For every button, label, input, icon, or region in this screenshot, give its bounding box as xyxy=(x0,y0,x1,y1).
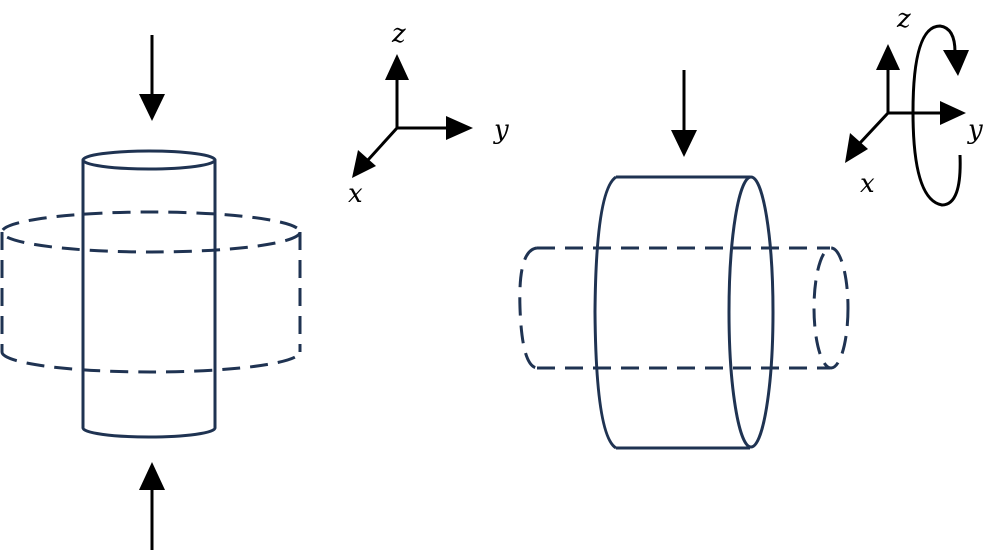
rotation-arrow-icon xyxy=(911,24,969,207)
dashed-shaft xyxy=(518,246,850,370)
y-axis-label: y xyxy=(493,115,509,145)
horizontal-cylinder xyxy=(593,175,775,450)
y-axis-label-right: y xyxy=(967,115,983,145)
z-axis-label: z xyxy=(391,19,406,49)
dashed-disc xyxy=(0,210,302,374)
left-figure: z y x xyxy=(0,19,509,550)
right-figure: z y x xyxy=(518,4,983,450)
top-force-arrow xyxy=(139,35,165,121)
x-axis-label: x xyxy=(348,179,363,209)
axes-triad-right: z y x xyxy=(845,4,983,207)
bottom-force-arrow xyxy=(139,462,165,550)
vertical-cylinder xyxy=(81,149,217,439)
top-force-arrow-right xyxy=(671,70,697,157)
axes-triad-left: z y x xyxy=(348,19,509,209)
z-axis-label-right: z xyxy=(896,4,911,34)
x-axis-label-right: x xyxy=(860,169,875,199)
